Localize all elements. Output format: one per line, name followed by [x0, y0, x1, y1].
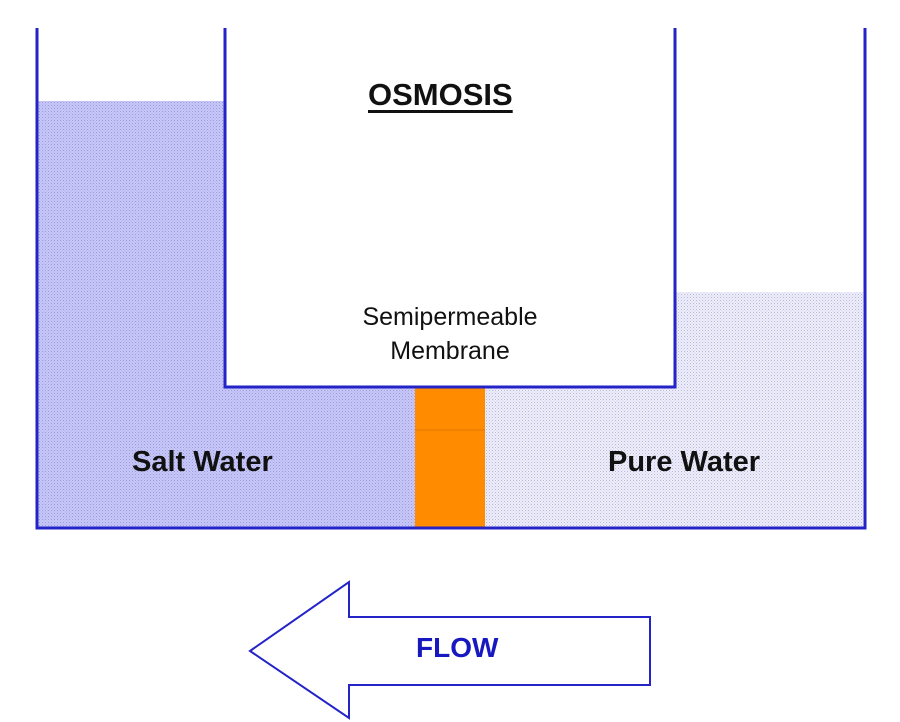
- container-outer-wall: [35, 28, 867, 530]
- membrane-label-line2: Membrane: [390, 337, 510, 365]
- flow-label: FLOW: [416, 632, 499, 663]
- semipermeable-membrane: [415, 387, 485, 528]
- container-inner-wall: [223, 28, 677, 389]
- flow-arrow: [248, 580, 651, 720]
- salt-water-label: Salt Water: [132, 446, 273, 478]
- salt-water-fill: [37, 101, 415, 528]
- membrane-label-line1: Semipermeable: [362, 303, 538, 331]
- diagram-title: OSMOSIS: [368, 77, 513, 112]
- membrane-label: Semipermeable Membrane: [330, 300, 570, 368]
- pure-water-label: Pure Water: [608, 446, 761, 478]
- pure-water-fill: [485, 292, 863, 528]
